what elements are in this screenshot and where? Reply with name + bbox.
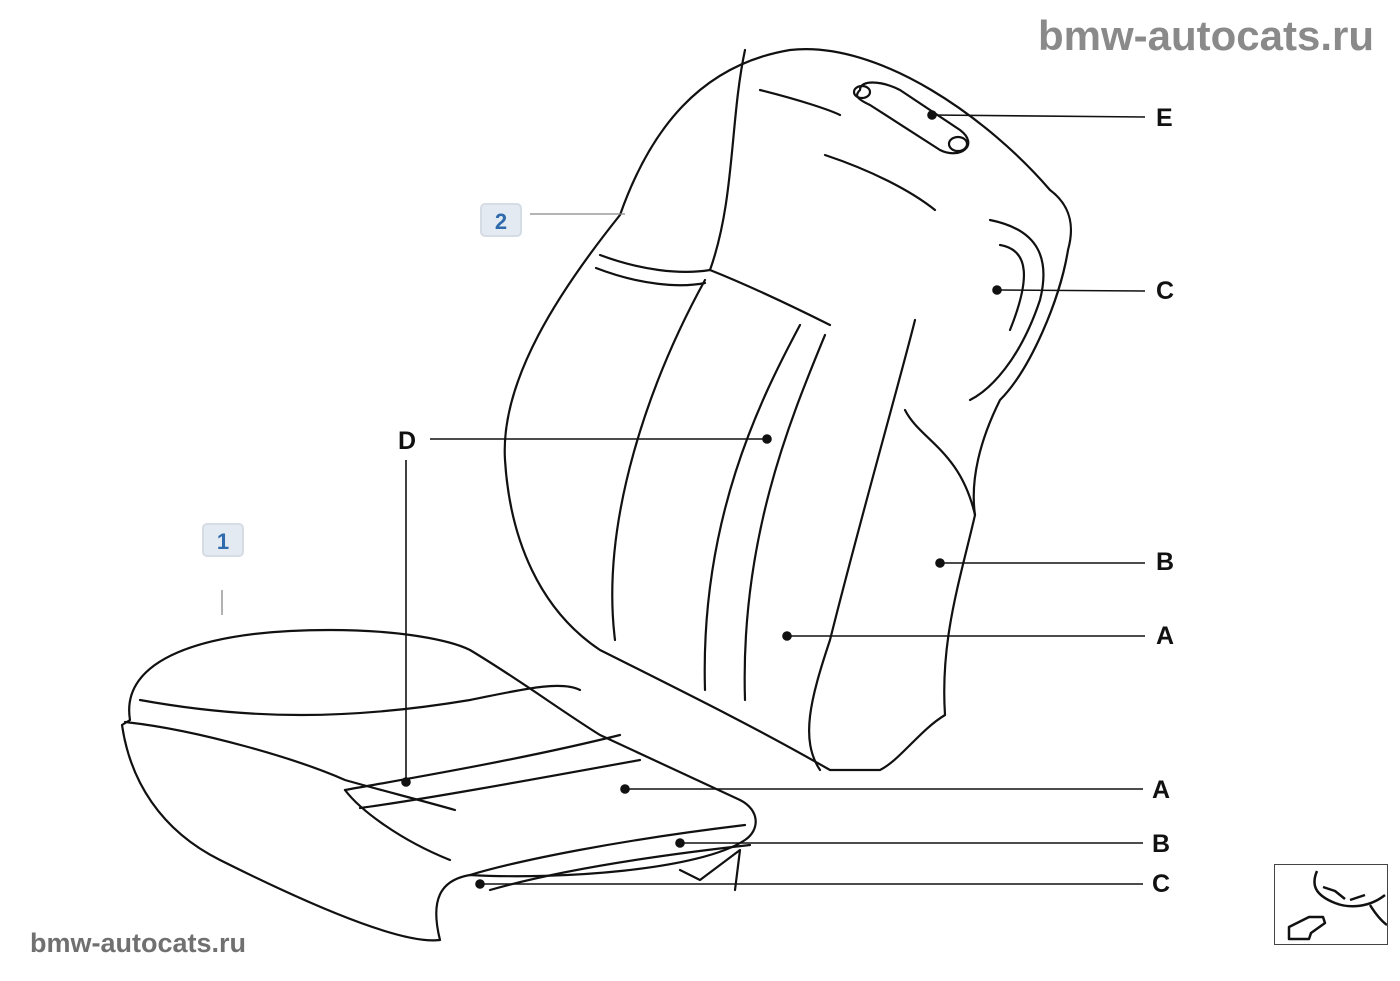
seat-cushion-drawing <box>120 628 757 942</box>
callout-lines <box>401 110 1146 889</box>
callout-backrest-a: A <box>1156 622 1175 650</box>
car-front-arrow-icon <box>1287 870 1388 941</box>
part-badge-1[interactable]: 1 <box>202 523 244 557</box>
callout-backrest-b: B <box>1156 548 1175 576</box>
seat-backrest-drawing <box>503 48 1072 772</box>
watermark-bottom: bmw-autocats.ru <box>30 928 247 958</box>
callout-backrest-c: C <box>1156 277 1175 305</box>
callout-backrest-e: E <box>1156 104 1173 132</box>
callout-cushion-a: A <box>1152 776 1171 804</box>
part-badge-2[interactable]: 2 <box>480 203 522 237</box>
previous-diagram-button[interactable] <box>1274 864 1388 945</box>
callout-cushion-c: C <box>1152 870 1171 898</box>
callout-d: D <box>398 427 417 455</box>
watermark-top: bmw-autocats.ru <box>1037 12 1374 59</box>
part-leader-lines <box>221 213 625 615</box>
callout-cushion-b: B <box>1152 830 1171 858</box>
